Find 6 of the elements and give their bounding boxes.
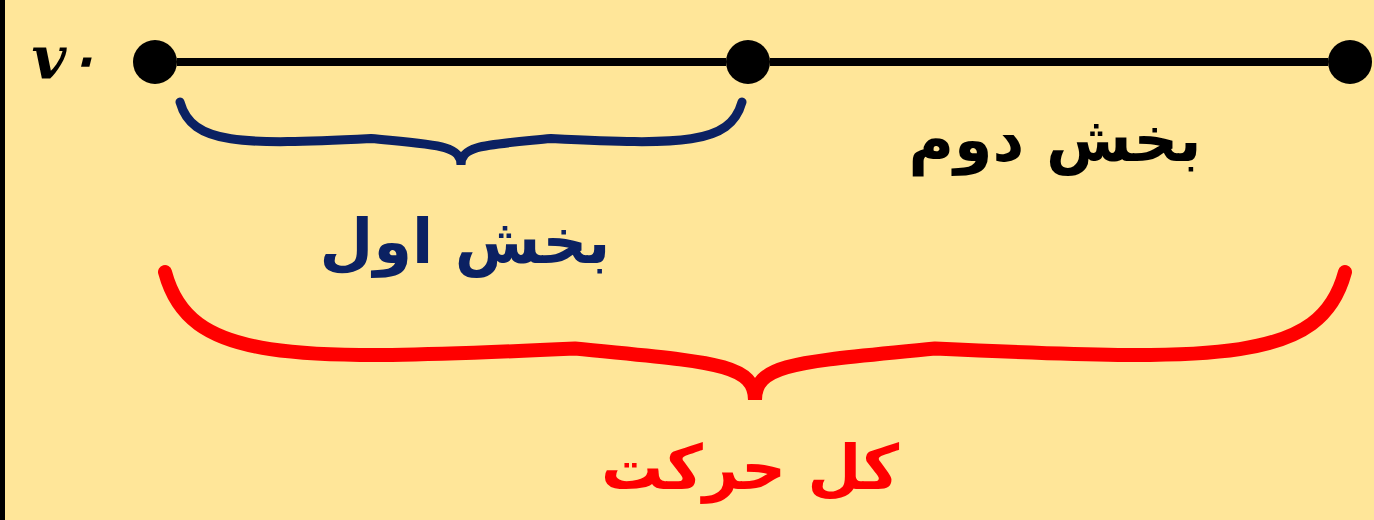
segment-label: بخش اول [319, 204, 611, 280]
segment-label: کل حرکت [601, 430, 899, 506]
line-segment [770, 58, 1328, 66]
line-segment [177, 58, 726, 66]
segment-label: بخش دوم [908, 102, 1202, 178]
velocity-symbol: v۰ [31, 25, 99, 91]
